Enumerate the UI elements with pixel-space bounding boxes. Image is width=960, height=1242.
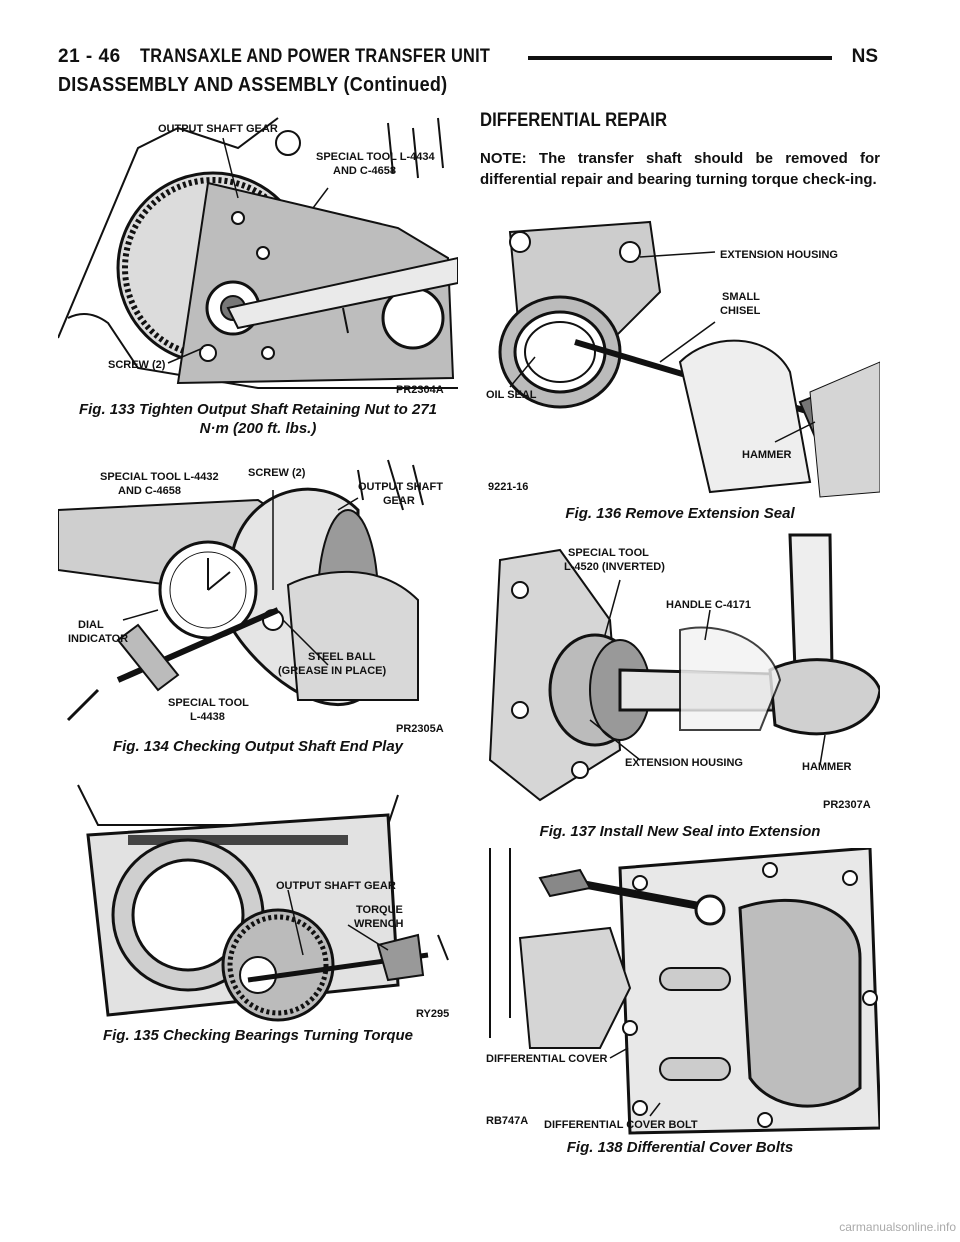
watermark: carmanualsonline.info	[839, 1220, 956, 1234]
label-special-tool: SPECIAL TOOL	[568, 547, 649, 559]
page-header: 21 - 46 TRANSAXLE AND POWER TRANSFER UNI…	[58, 46, 878, 70]
figure-133-illustration: OUTPUT SHAFT GEAR SPECIAL TOOL L-4434 AN…	[58, 117, 458, 396]
section-title: TRANSAXLE AND POWER TRANSFER UNIT	[140, 46, 491, 67]
section-heading: DIFFERENTIAL REPAIR	[480, 110, 668, 131]
label-differential-cover: DIFFERENTIAL COVER	[486, 1053, 607, 1065]
label-special-tool-3: SPECIAL TOOL	[168, 697, 249, 709]
label-special-tool-4: L-4438	[190, 711, 225, 723]
figure-138-caption: Fig. 138 Differential Cover Bolts	[566, 1139, 794, 1156]
figure-135: OUTPUT SHAFT GEAR TORQUE WRENCH RY295	[58, 765, 458, 1023]
label-output-shaft-gear: OUTPUT SHAFT GEAR	[158, 123, 278, 135]
figure-136: EXTENSION HOUSING SMALL CHISEL OIL SEAL …	[480, 212, 880, 502]
note-paragraph: NOTE: The transfer shaft should be remov…	[480, 150, 880, 188]
header-rule	[528, 56, 832, 60]
label-special-tool: SPECIAL TOOL L-4434	[316, 151, 435, 163]
figure-code: PR2304A	[396, 384, 444, 396]
label-dial: DIAL	[78, 619, 104, 631]
figure-135-illustration: OUTPUT SHAFT GEAR TORQUE WRENCH RY295	[77, 784, 449, 1022]
label-special-tool-2: L-4520 (INVERTED)	[564, 561, 665, 573]
figure-134: SPECIAL TOOL L-4432 AND C-4658 SCREW (2)…	[58, 450, 458, 735]
label-torque: TORQUE	[356, 904, 403, 916]
figure-138-illustration: DIFFERENTIAL COVER DIFFERENTIAL COVER BO…	[486, 848, 880, 1135]
figure-136-caption: Fig. 136 Remove Extension Seal	[565, 505, 795, 522]
caption-line-1: Fig. 133 Tighten Output Shaft Retaining …	[78, 401, 438, 418]
label-special-tool: SPECIAL TOOL L-4432	[100, 471, 219, 483]
figure-138: DIFFERENTIAL COVER DIFFERENTIAL COVER BO…	[480, 848, 880, 1136]
caption-line-2: N·m (200 ft. lbs.)	[199, 420, 317, 437]
label-screw: SCREW (2)	[248, 467, 306, 479]
label-handle: HANDLE C-4171	[666, 599, 751, 611]
label-output-shaft: OUTPUT SHAFT	[358, 481, 443, 493]
label-indicator: INDICATOR	[68, 633, 128, 645]
label-output-shaft-gear: OUTPUT SHAFT GEAR	[276, 880, 396, 892]
label-extension-housing: EXTENSION HOUSING	[625, 757, 743, 769]
figure-code: PR2305A	[396, 723, 444, 735]
figure-137: SPECIAL TOOL L-4520 (INVERTED) HANDLE C-…	[480, 530, 880, 820]
figure-code: 9221-16	[488, 481, 528, 493]
figure-133-caption: Fig. 133 Tighten Output Shaft Retaining …	[58, 400, 458, 438]
label-wrench: WRENCH	[354, 918, 404, 930]
figure-code: PR2307A	[823, 799, 871, 811]
figure-134-caption: Fig. 134 Checking Output Shaft End Play	[112, 738, 404, 755]
figure-137-illustration: SPECIAL TOOL L-4520 (INVERTED) HANDLE C-…	[488, 533, 880, 811]
label-hammer: HAMMER	[802, 761, 852, 773]
label-hammer: HAMMER	[742, 449, 792, 461]
label-special-tool-2: AND C-4658	[118, 485, 181, 497]
page-number: 21 - 46	[58, 46, 121, 67]
continued-heading: DISASSEMBLY AND ASSEMBLY (Continued)	[58, 74, 448, 96]
label-screw: SCREW (2)	[108, 359, 166, 371]
label-chisel: CHISEL	[720, 305, 761, 317]
label-extension-housing: EXTENSION HOUSING	[720, 249, 838, 261]
label-special-tool-2: AND C-4658	[333, 165, 396, 177]
figure-134-illustration: SPECIAL TOOL L-4432 AND C-4658 SCREW (2)…	[58, 459, 444, 735]
figure-133: OUTPUT SHAFT GEAR SPECIAL TOOL L-4434 AN…	[58, 108, 458, 398]
label-grease: (GREASE IN PLACE)	[278, 665, 387, 677]
label-gear: GEAR	[383, 495, 415, 507]
label-small: SMALL	[722, 291, 760, 303]
figure-136-illustration: EXTENSION HOUSING SMALL CHISEL OIL SEAL …	[486, 220, 880, 498]
figure-137-caption: Fig. 137 Install New Seal into Extension	[539, 823, 821, 840]
label-steel-ball: STEEL BALL	[308, 651, 376, 663]
figure-code: RY295	[416, 1008, 449, 1020]
figure-135-caption: Fig. 135 Checking Bearings Turning Torqu…	[102, 1027, 414, 1044]
model-code: NS	[851, 46, 878, 67]
label-oil-seal: OIL SEAL	[486, 389, 537, 401]
figure-code: RB747A	[486, 1115, 528, 1127]
label-differential-cover-bolt: DIFFERENTIAL COVER BOLT	[544, 1119, 698, 1131]
